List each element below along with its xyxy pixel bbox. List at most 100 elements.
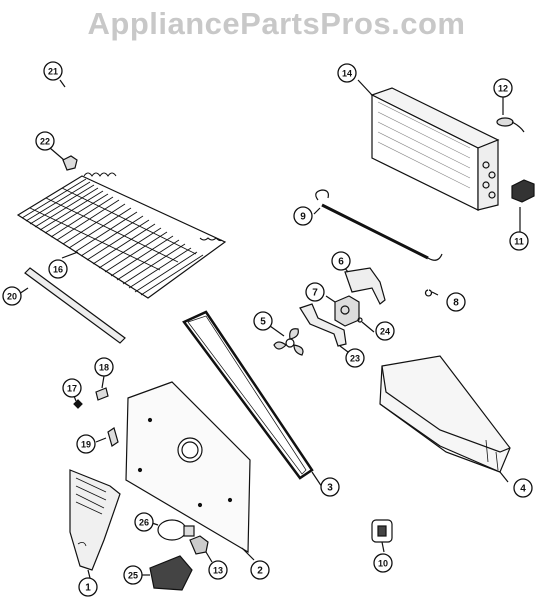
callout-number: 9 (300, 212, 306, 223)
callout-circle (375, 321, 395, 341)
callout-circle (509, 231, 529, 251)
fan-blade-part-5 (269, 325, 304, 356)
callout-number: 5 (260, 317, 266, 328)
callout-circle (345, 348, 365, 368)
callout-number: 2 (257, 566, 263, 577)
callout-number: 23 (350, 354, 360, 364)
callout-circle (94, 357, 114, 377)
callout-number: 6 (338, 257, 344, 268)
callout-number: 19 (81, 440, 91, 450)
light-housing-part-1 (69, 469, 121, 579)
defrost-thermostat-part-12 (496, 96, 525, 133)
callout-circle (305, 282, 325, 302)
motor-bracket-part-23 (299, 303, 349, 353)
fan-motor-part-7 (325, 295, 360, 327)
callout-circle (320, 477, 340, 497)
connector-part-11 (511, 179, 535, 232)
callout-4: 4 (513, 478, 533, 498)
callout-number: 7 (312, 288, 318, 299)
callout-17: 17 (62, 378, 82, 398)
gasket-part-3 (182, 310, 323, 488)
callout-number: 22 (40, 137, 50, 147)
callout-circle (493, 78, 513, 98)
leader-21 (59, 79, 66, 88)
socket-part-13 (189, 535, 213, 563)
callout-number: 10 (378, 559, 388, 569)
bulb-part-26 (151, 519, 195, 541)
rail-part-20 (18, 267, 126, 344)
callout-circle (446, 292, 466, 312)
callout-circle (134, 512, 154, 532)
callout-circle (253, 311, 273, 331)
callout-19: 19 (76, 434, 96, 454)
callout-number: 14 (342, 69, 352, 79)
callout-number: 21 (48, 67, 58, 77)
callout-circle (62, 378, 82, 398)
watermark-text: AppliancePartsPros.com (87, 6, 466, 41)
callout-10: 10 (373, 553, 393, 573)
switch-part-10 (371, 519, 393, 553)
callout-number: 8 (453, 298, 459, 309)
callout-16: 16 (48, 259, 68, 279)
clip-part-22 (49, 147, 78, 171)
callout-2: 2 (250, 560, 270, 580)
screw-part-17 (73, 395, 83, 409)
callout-circle (208, 560, 228, 580)
callout-circle (43, 61, 63, 81)
callout-number: 1 (85, 583, 91, 594)
callout-8: 8 (446, 292, 466, 312)
callout-number: 16 (53, 265, 63, 275)
callout-circle (373, 553, 393, 573)
callout-number: 26 (139, 518, 149, 528)
callout-circle (76, 434, 96, 454)
callout-number: 3 (327, 483, 333, 494)
callout-11: 11 (509, 231, 529, 251)
callout-number: 18 (99, 363, 109, 373)
callout-26: 26 (134, 512, 154, 532)
panel-part-2 (125, 381, 255, 561)
clip-part-19 (95, 427, 119, 447)
callout-number: 17 (67, 384, 77, 394)
lens-part-25 (142, 555, 193, 591)
callout-25: 25 (123, 565, 143, 585)
callout-circle (331, 251, 351, 271)
callout-circle (2, 286, 22, 306)
knob-part-18 (95, 375, 109, 401)
callout-21: 21 (43, 61, 63, 81)
callout-circle (78, 577, 98, 597)
callout-circle (513, 478, 533, 498)
callout-24: 24 (375, 321, 395, 341)
callout-9: 9 (293, 206, 313, 226)
defrost-heater-part-9 (313, 189, 443, 261)
callout-1: 1 (78, 577, 98, 597)
callout-number: 20 (7, 292, 17, 302)
wire-shelf-part-16 (16, 172, 227, 299)
callout-circle (293, 206, 313, 226)
callout-circle (337, 63, 357, 83)
pan-part-4 (379, 355, 511, 483)
callout-12: 12 (493, 78, 513, 98)
grommet-part-24 (357, 317, 363, 323)
callout-13: 13 (208, 560, 228, 580)
callout-circle (35, 131, 55, 151)
callout-6: 6 (331, 251, 351, 271)
evaporator-part-14 (357, 79, 500, 211)
callout-circle (250, 560, 270, 580)
callout-number: 13 (213, 566, 223, 576)
callout-7: 7 (305, 282, 325, 302)
callout-number: 24 (380, 327, 390, 337)
callout-3: 3 (320, 477, 340, 497)
callout-14: 14 (337, 63, 357, 83)
callout-number: 4 (520, 484, 526, 495)
callout-18: 18 (94, 357, 114, 377)
callout-number: 12 (498, 84, 508, 94)
callout-number: 25 (128, 571, 138, 581)
screw-part-8 (424, 289, 439, 297)
callout-circle (123, 565, 143, 585)
callout-23: 23 (345, 348, 365, 368)
callout-number: 11 (514, 237, 524, 247)
callout-22: 22 (35, 131, 55, 151)
